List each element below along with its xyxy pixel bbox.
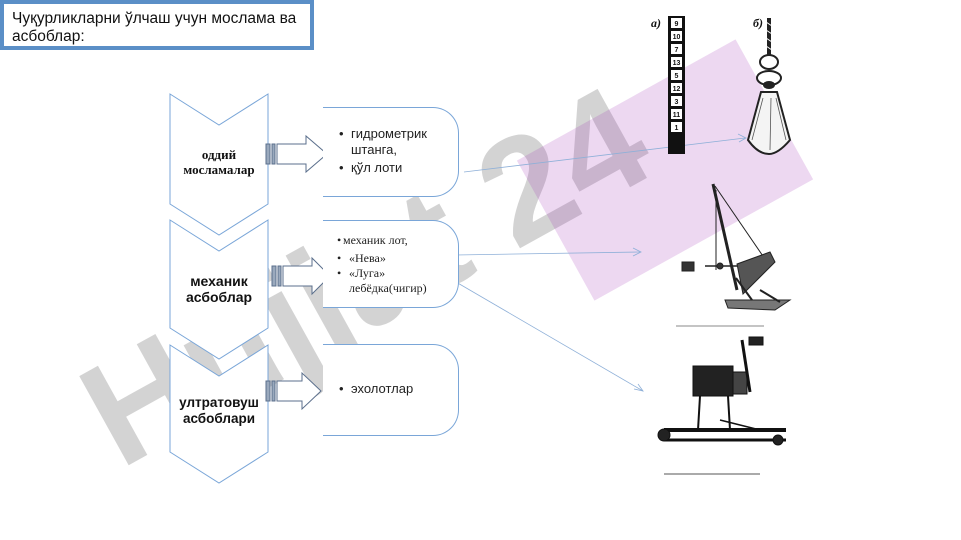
figure-a-letter: а) xyxy=(651,16,661,30)
category-label-line: оддий xyxy=(201,147,237,162)
staff-mark-label: 13 xyxy=(673,60,681,67)
items-list: гидрометрик штанга, қўл лоти xyxy=(337,126,452,176)
hand-lead-figure: б) xyxy=(746,16,792,156)
luga-winch-figure xyxy=(657,325,786,475)
staff-mark-cell xyxy=(671,70,682,80)
category-label-line: асбоблар xyxy=(185,289,253,305)
list-item: механик лот, xyxy=(335,233,454,248)
items-card-ultrasonic: эхолотлар xyxy=(323,344,459,436)
staff-mark-label: 11 xyxy=(673,112,681,119)
figure-b-letter: б) xyxy=(753,16,763,30)
category-label-simple: оддий мосламалар xyxy=(170,147,268,177)
category-label-line: мосламалар xyxy=(183,162,255,177)
staff-mark-label: 10 xyxy=(673,34,681,41)
chevron-row-3 xyxy=(169,344,269,484)
staff-mark-label: 5 xyxy=(675,73,679,80)
arrow-row-3 xyxy=(265,371,322,411)
staff-mark-cell xyxy=(671,122,682,132)
category-label-mechanical: механик асбоблар xyxy=(170,273,268,305)
staff-mark-label: 3 xyxy=(675,99,679,106)
chevron-row-1 xyxy=(169,93,269,236)
list-item: эхолотлар xyxy=(337,381,452,397)
staff-mark-cell xyxy=(671,18,682,28)
staff-mark-label: 9 xyxy=(675,21,679,28)
category-label-ultrasonic: ултратовуш асбоблари xyxy=(170,395,268,427)
staff-mark-cell xyxy=(671,109,682,119)
items-card-mechanical: механик лот, «Нева» «Луга» лебёдка(чигир… xyxy=(323,220,459,308)
staff-mark-label: 7 xyxy=(675,47,679,54)
staff-mark-cell xyxy=(671,57,682,67)
chevron-row-2 xyxy=(169,219,269,360)
items-card-simple: гидрометрик штанга, қўл лоти xyxy=(323,107,459,197)
category-label-line: ултратовуш xyxy=(179,395,259,410)
staff-mark-label: 12 xyxy=(673,86,681,93)
items-list: эхолотлар xyxy=(337,381,452,397)
list-item: гидрометрик штанга, xyxy=(337,126,452,158)
staff-mark-cell xyxy=(671,44,682,54)
mechanical-lead-figure xyxy=(681,183,792,311)
list-item: «Нева» xyxy=(335,251,454,266)
list-item: «Луга» лебёдка(чигир) xyxy=(335,266,454,296)
arrow-row-2 xyxy=(271,256,331,296)
staff-mark-cell xyxy=(671,96,682,106)
staff-mark-cell xyxy=(671,83,682,93)
title-text: Чуқурликларни ўлчаш учун мослама ва асбо… xyxy=(12,10,297,45)
watermark-accent xyxy=(516,39,814,301)
category-label-line: механик xyxy=(190,273,248,289)
staff-mark-cell xyxy=(671,31,682,41)
list-item: қўл лоти xyxy=(337,160,452,176)
title-box: Чуқурликларни ўлчаш учун мослама ва асбо… xyxy=(0,0,314,50)
items-list: механик лот, «Нева» «Луга» лебёдка(чигир… xyxy=(335,233,454,296)
connector-arrows xyxy=(455,133,747,392)
staff-mark-label: 1 xyxy=(675,125,679,132)
category-label-line: асбоблари xyxy=(182,411,256,426)
arrow-row-1 xyxy=(265,134,328,174)
